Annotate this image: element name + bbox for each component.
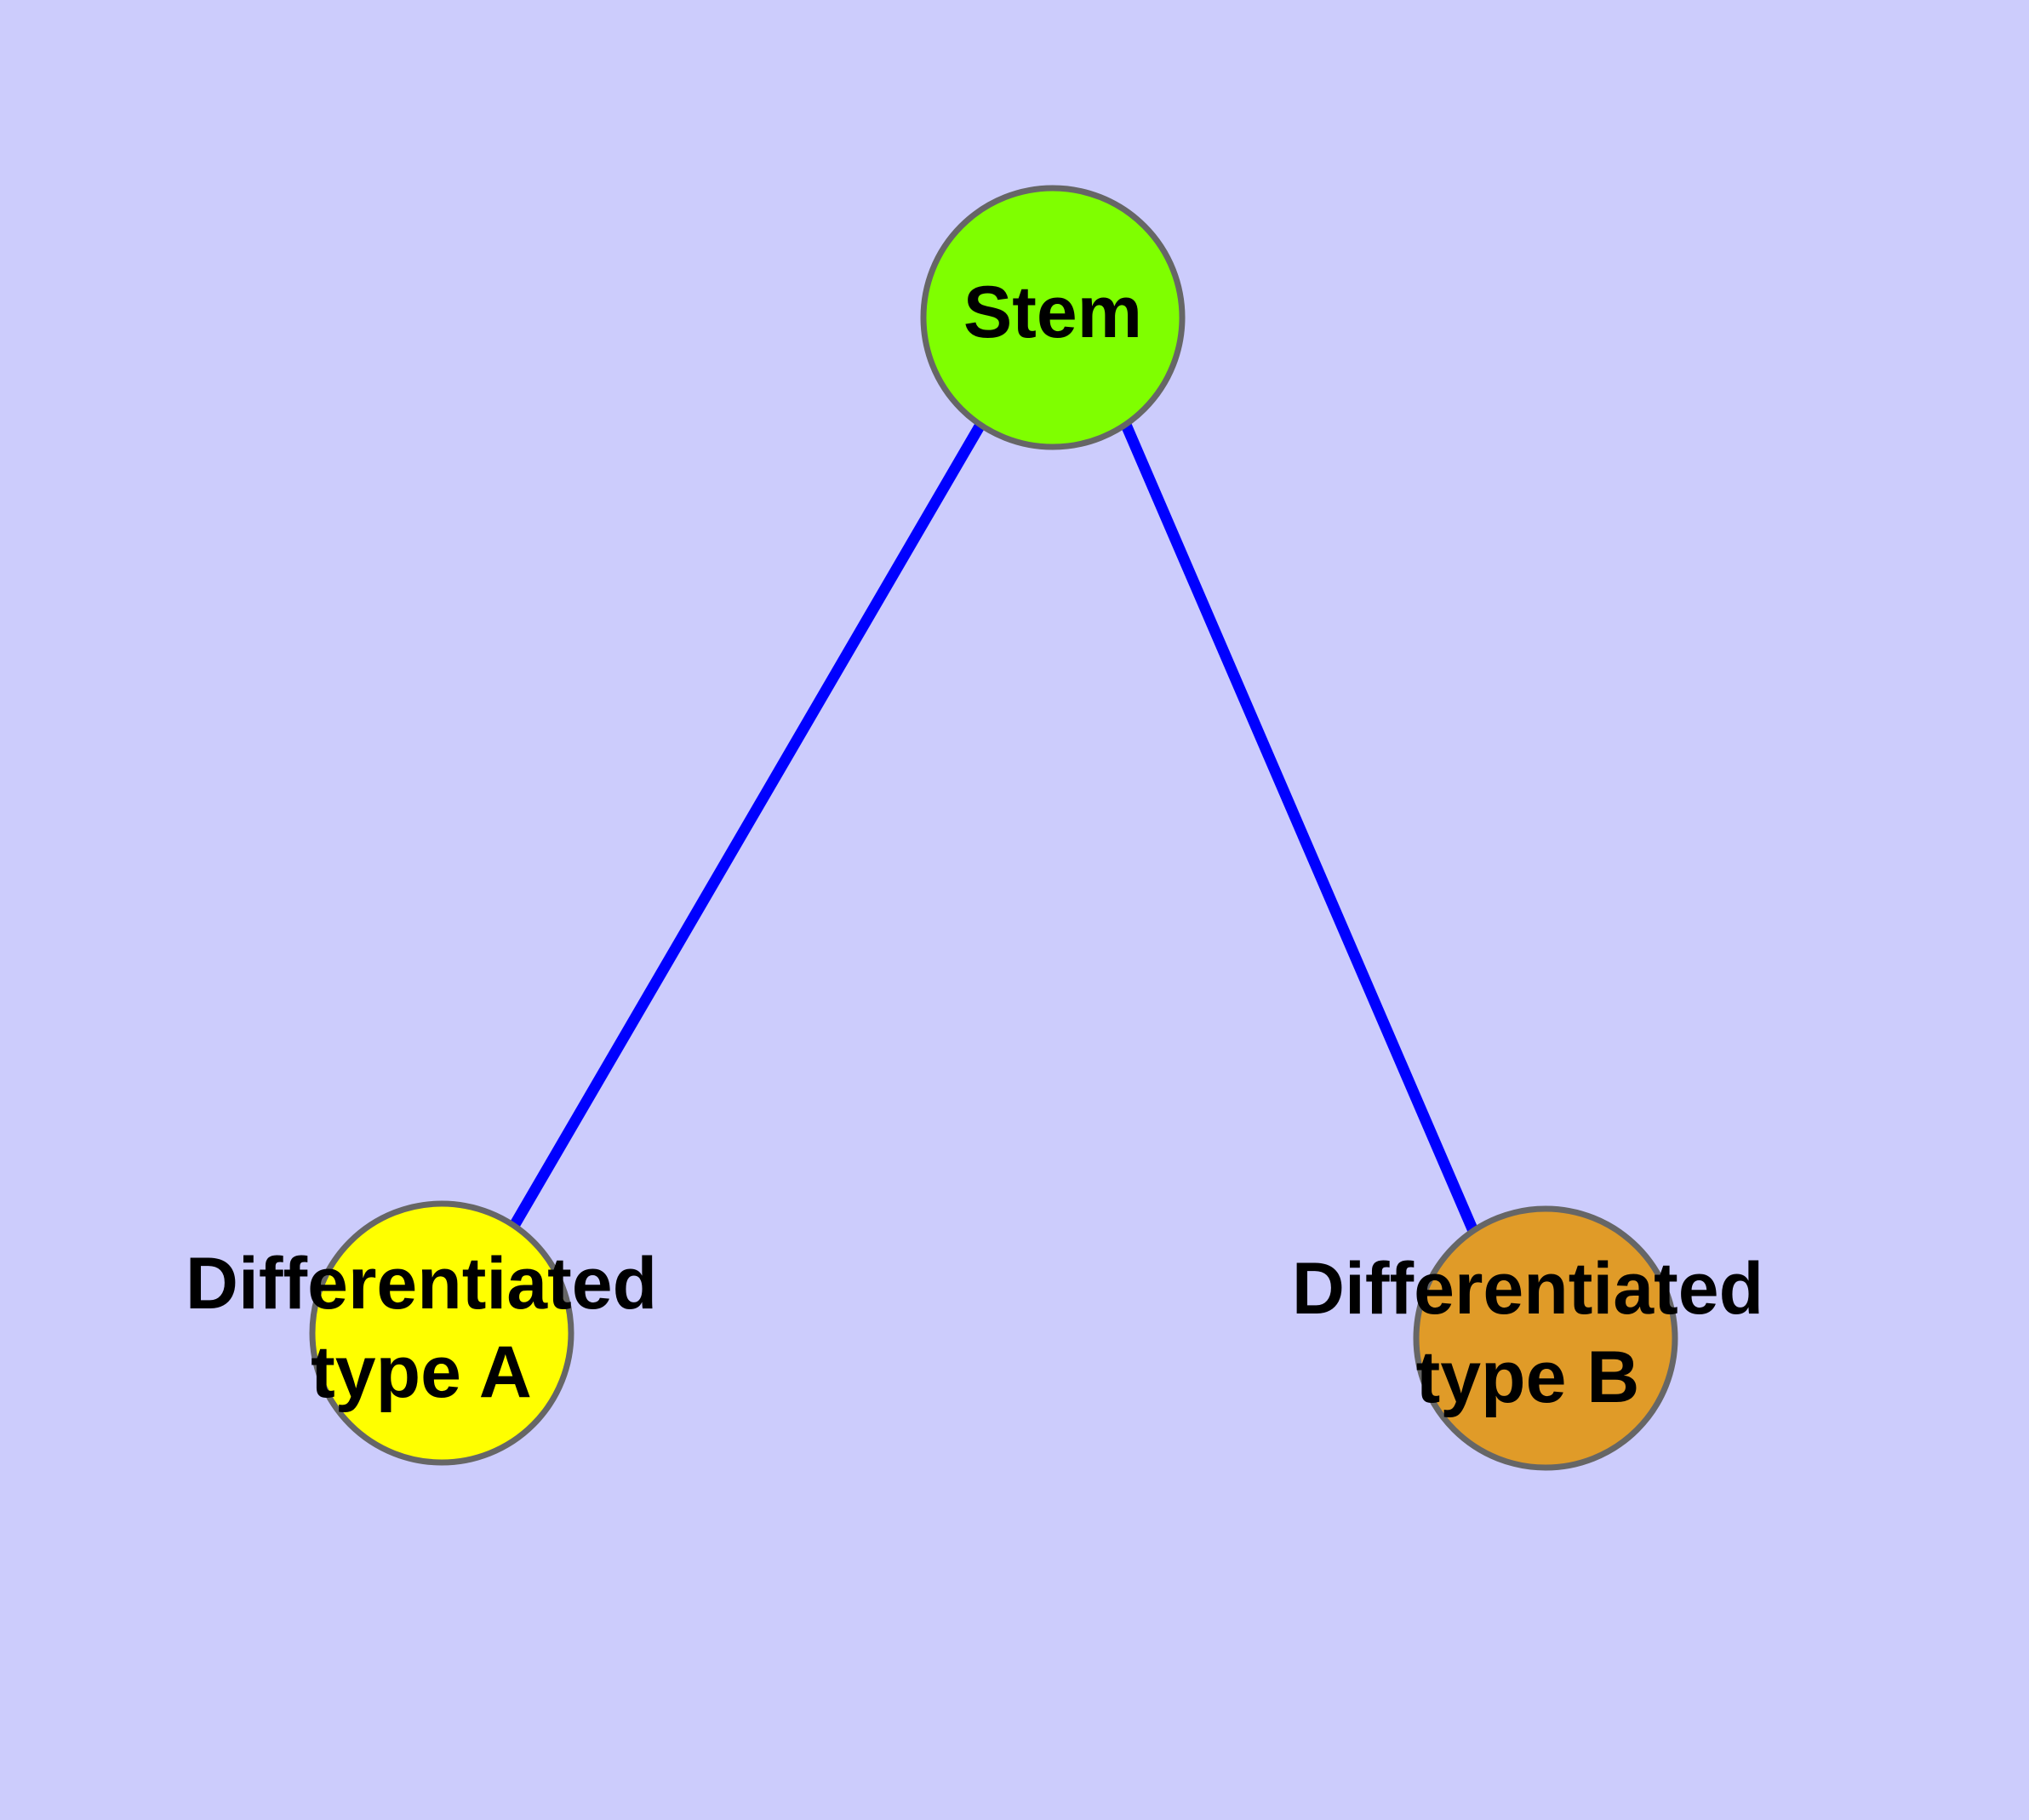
- nodes-group: [309, 185, 1678, 1471]
- node-label-line: Differentiated: [186, 1243, 657, 1325]
- node-label-line: type A: [311, 1331, 532, 1413]
- node-differentiated-type-a[interactable]: [309, 1200, 574, 1466]
- node-differentiated-type-b[interactable]: [1413, 1205, 1678, 1471]
- edges-group: [509, 421, 1478, 1233]
- node-label-stem: Stem: [963, 272, 1142, 353]
- node-label-line: Stem: [963, 272, 1142, 353]
- node-stem[interactable]: [920, 185, 1186, 450]
- edge-stem-to-differentiated-type-b[interactable]: [1121, 422, 1478, 1233]
- node-label-line: Differentiated: [1292, 1248, 1763, 1330]
- edge-stem-to-differentiated-type-a[interactable]: [509, 421, 986, 1229]
- node-label-line: type B: [1416, 1336, 1640, 1418]
